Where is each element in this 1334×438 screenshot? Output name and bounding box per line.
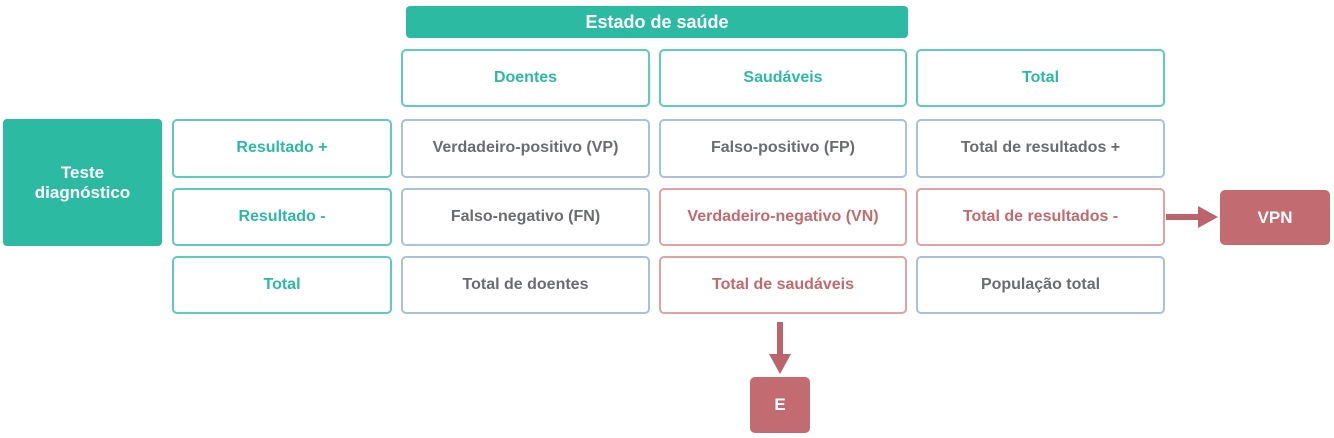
arrow-right-icon (1166, 206, 1218, 228)
cell-falso-positivo: Falso-positivo (FP) (659, 119, 907, 178)
col-header-doentes: Doentes (401, 49, 650, 107)
cell-total-de-saudaveis: Total de saudáveis (659, 256, 907, 314)
cell-populacao-total: População total (916, 256, 1165, 314)
cell-verdadeiro-negativo: Verdadeiro-negativo (VN) (659, 188, 907, 246)
row-header-resultado-positivo: Resultado + (172, 119, 392, 178)
cell-total-de-doentes: Total de doentes (401, 256, 650, 314)
cell-total-resultados-positivos: Total de resultados + (916, 119, 1165, 178)
cell-total-resultados-negativos: Total de resultados - (916, 188, 1165, 246)
test-axis-title: Teste diagnóstico (3, 119, 162, 246)
row-header-total: Total (172, 256, 392, 314)
row-header-resultado-negativo: Resultado - (172, 188, 392, 246)
e-box: E (750, 377, 810, 433)
cell-verdadeiro-positivo: Verdadeiro-positivo (VP) (401, 119, 650, 178)
col-header-saudaveis: Saudáveis (659, 49, 907, 107)
arrow-down-icon (768, 322, 792, 374)
vpn-box: VPN (1220, 190, 1330, 245)
col-header-total: Total (916, 49, 1165, 107)
health-state-header: Estado de saúde (406, 6, 908, 38)
cell-falso-negativo: Falso-negativo (FN) (401, 188, 650, 246)
